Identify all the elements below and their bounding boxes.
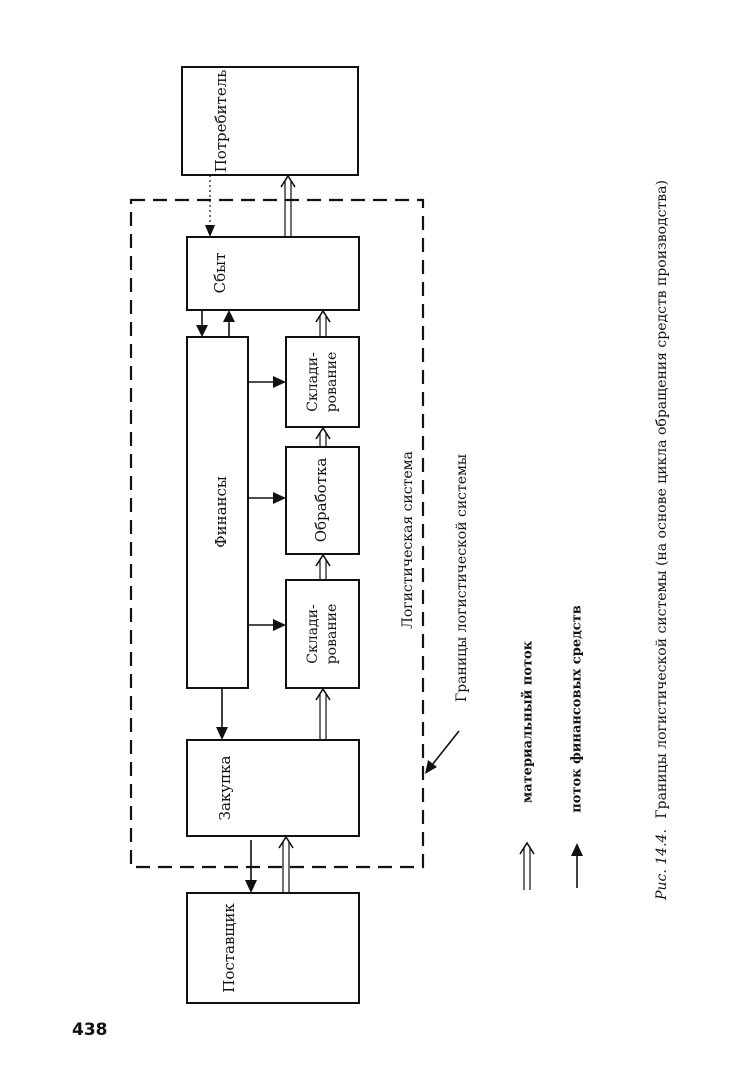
purchasing-label: Закупка <box>216 756 234 821</box>
financial-flow-arrow-finance-sales <box>223 310 235 337</box>
logistic-system-label: Логистическая система <box>400 451 416 629</box>
figure-caption-prefix: Рис. 14.4. <box>654 829 670 901</box>
financial-flow-arrow-finance-warehousing-2 <box>248 376 286 388</box>
figure-caption: Рис. 14.4. Границы логистической системы… <box>654 180 670 901</box>
material-flow-arrow-supplier-purchasing <box>279 837 293 893</box>
legend-material-flow-symbol <box>520 843 534 890</box>
financial-flow-arrow-finance-processing <box>248 492 286 504</box>
financial-flow-arrow-sales-finance <box>196 310 208 337</box>
warehousing-2-label-line2: рование <box>324 352 340 413</box>
material-flow-arrow-purchasing-warehousing <box>316 689 330 740</box>
supplier-box <box>187 893 359 1003</box>
material-flow-arrow-processing-warehousing <box>316 428 330 447</box>
boundary-pointer-arrow <box>425 731 459 774</box>
warehousing-1-label-line2: рование <box>324 604 340 665</box>
financial-flow-arrow-finance-warehousing-1 <box>248 619 286 631</box>
supplier-label: Поставщик <box>220 903 238 993</box>
consumer-label: Потребитель <box>212 70 230 173</box>
purchasing-box <box>187 740 359 836</box>
warehousing-box-2 <box>286 337 359 427</box>
warehousing-1-label-line1: Склади- <box>305 604 321 664</box>
figure-caption-text: Границы логистической системы (на основе… <box>654 180 670 819</box>
finance-label: Финансы <box>212 476 230 548</box>
legend: материальный поток поток финансовых сред… <box>520 605 585 890</box>
financial-flow-arrow-finance-purchasing <box>216 688 228 740</box>
material-flow-arrow-warehousing-sales <box>316 311 330 337</box>
page-number: 438 <box>72 1020 108 1040</box>
legend-financial-flow-symbol <box>571 843 583 888</box>
consumer-box <box>182 67 358 175</box>
warehousing-2-label-line1: Склади- <box>305 352 321 412</box>
sales-label: Сбыт <box>211 253 229 294</box>
warehousing-box-1 <box>286 580 359 688</box>
financial-flow-arrow-consumer-sales <box>205 175 215 237</box>
system-boundaries-label: Границы логистической системы <box>454 454 470 702</box>
processing-label: Обработка <box>312 458 330 543</box>
material-flow-arrow-warehousing-processing <box>316 555 330 580</box>
legend-material-flow-label: материальный поток <box>521 640 536 803</box>
material-flow-arrow-sales-consumer <box>281 176 295 237</box>
legend-financial-flow-label: поток финансовых средств <box>570 605 585 813</box>
